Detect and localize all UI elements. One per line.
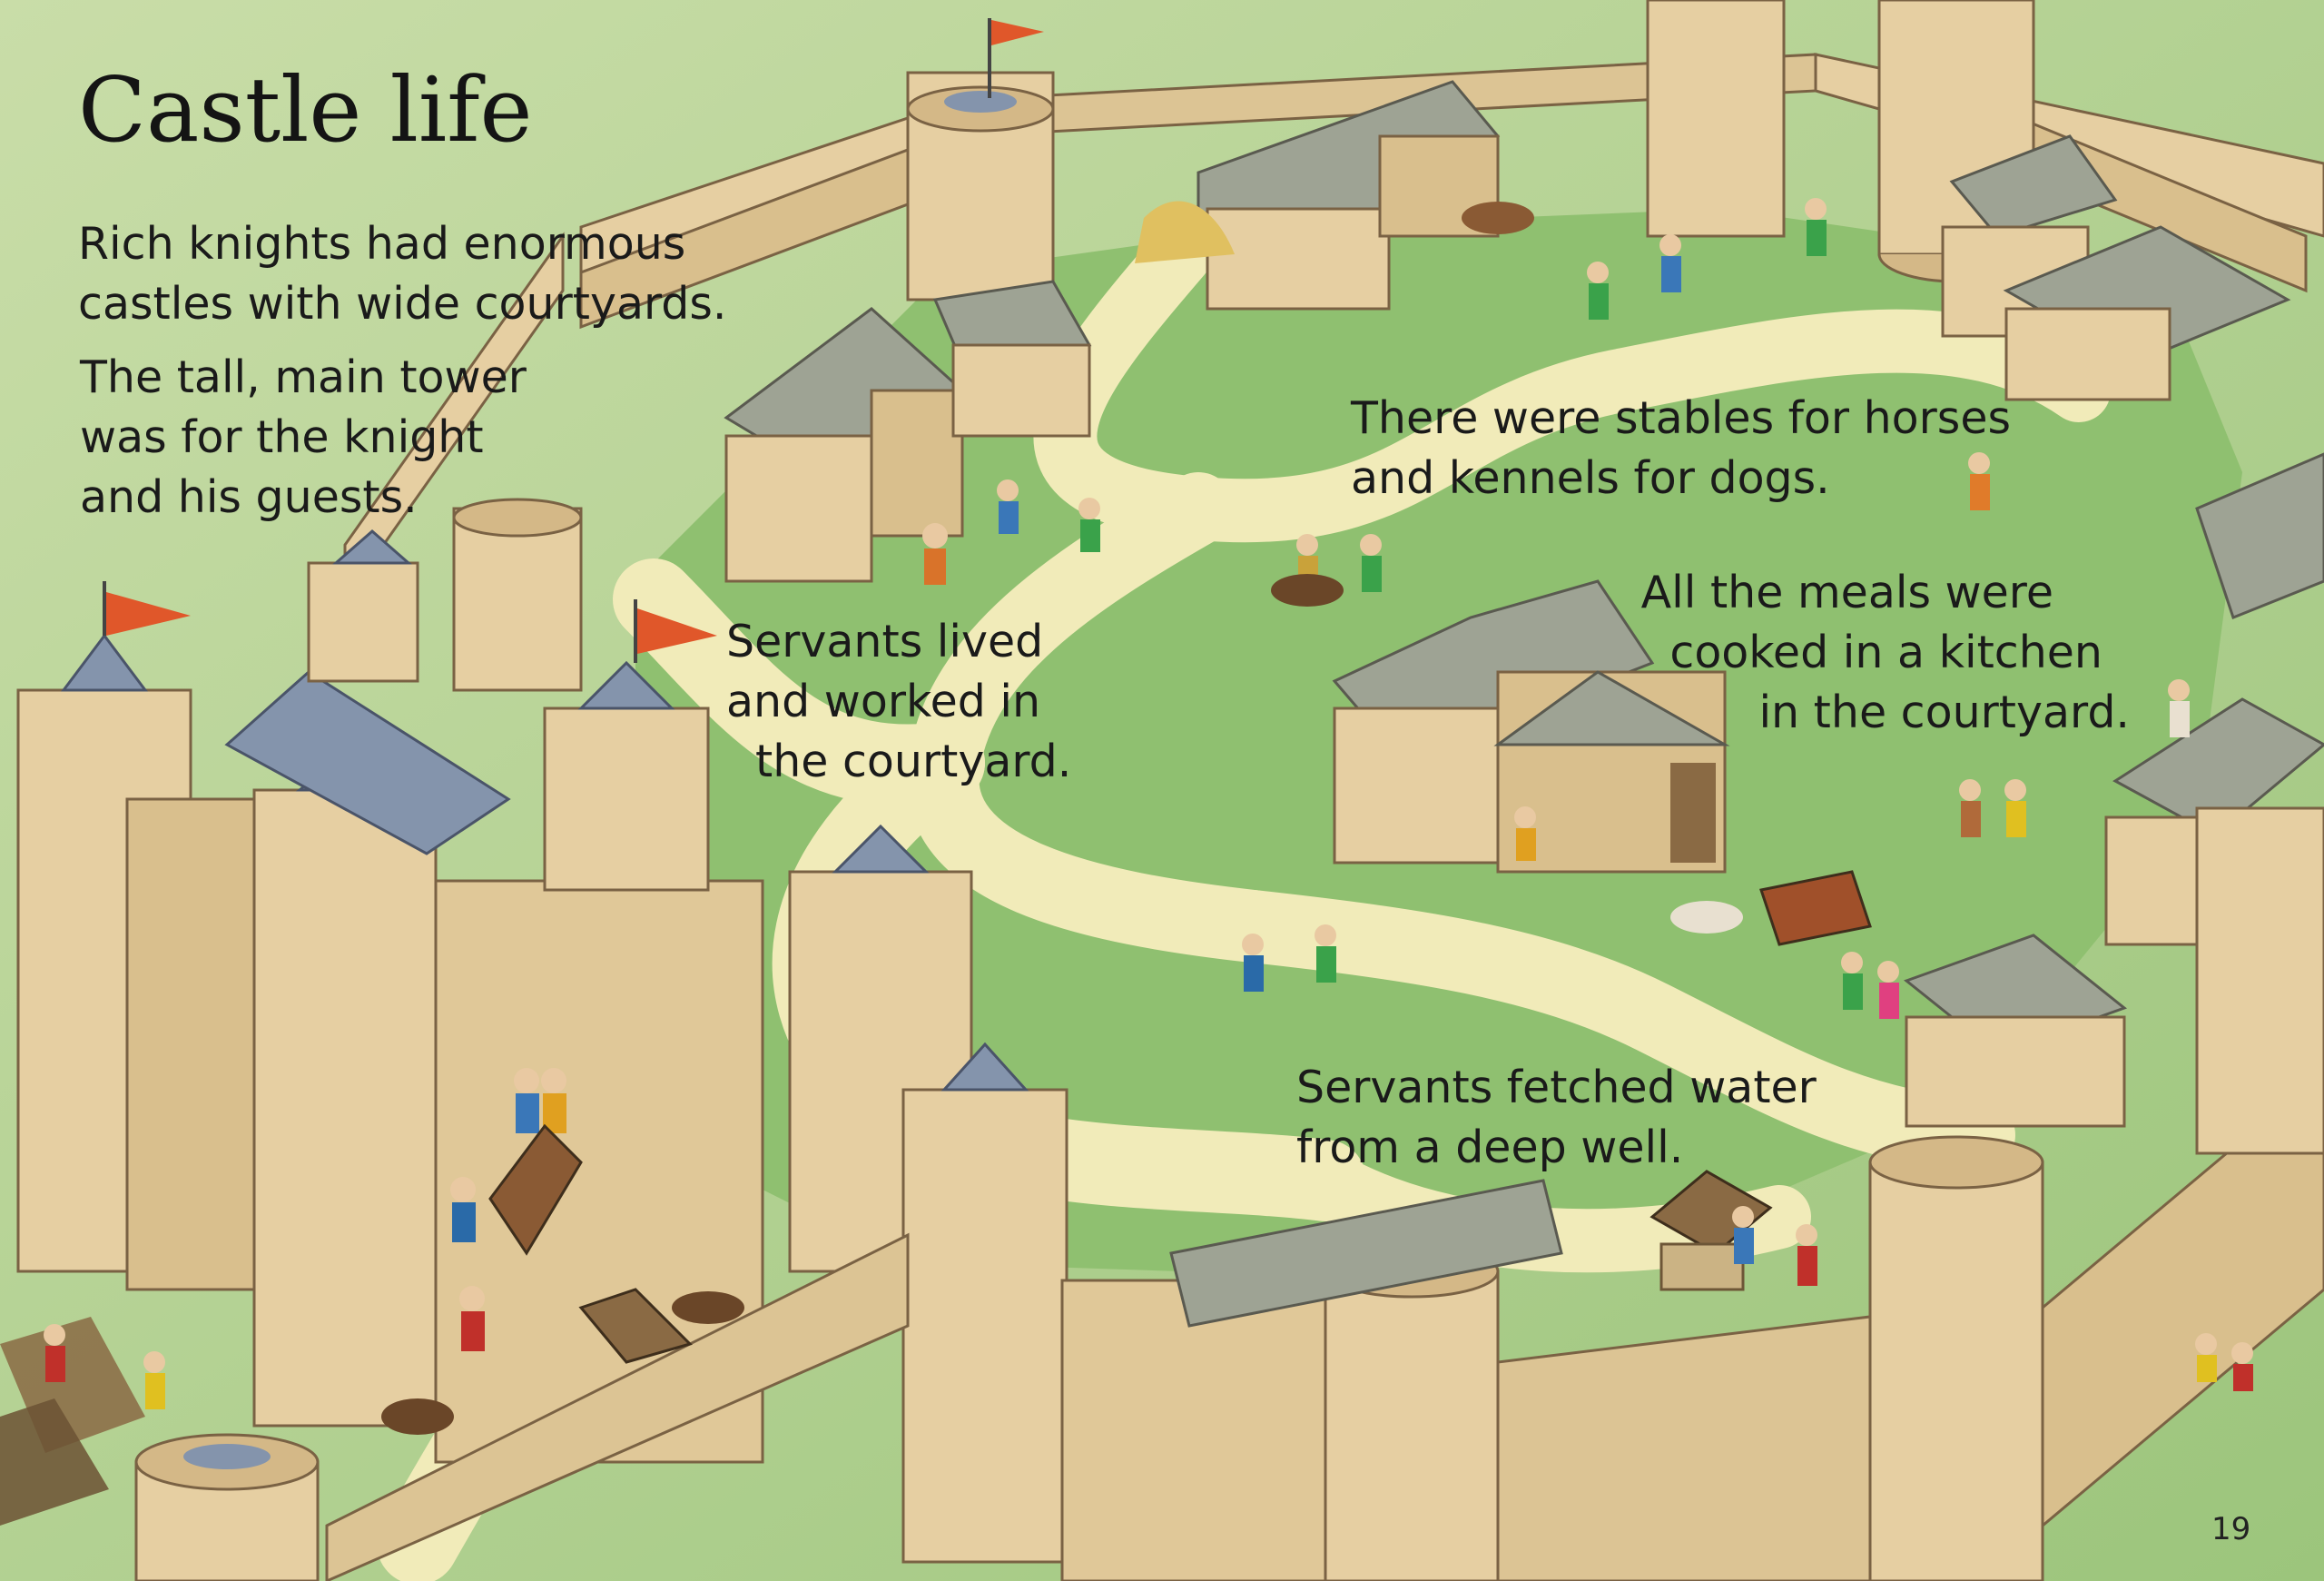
servants-lived-caption-line-2: and worked in	[726, 676, 1041, 727]
mid-tower	[788, 824, 1068, 1564]
courtyard-kitchen	[1332, 579, 1730, 874]
front-curtain-wall	[325, 806, 2324, 1581]
kitchen-caption-line-2: cooked in a kitchen	[1669, 627, 2102, 678]
tower-caption-line-3: and his guests.	[80, 471, 418, 523]
well	[1649, 1170, 1773, 1291]
intro-caption-line-2: castles with wide courtyards.	[78, 278, 727, 330]
servant-houses	[724, 280, 1092, 583]
tower-caption-line-1: The tall, main tower	[80, 351, 527, 403]
front-left-tower	[134, 1433, 320, 1581]
well-caption-line-2: from a deep well.	[1296, 1122, 1684, 1173]
page-number: 19	[2211, 1511, 2251, 1547]
intro-caption-line-1: Rich knights had enormous	[78, 218, 686, 270]
well-caption-line-1: Servants fetched water	[1296, 1062, 1817, 1113]
vegetable-garden	[0, 1317, 145, 1526]
servants-lived-caption-line-3: the courtyard.	[755, 736, 1072, 787]
stable-buildings	[1196, 80, 2291, 401]
tower-caption-line-2: was for the knight	[80, 411, 484, 463]
kitchen-caption-line-1: All the meals were	[1640, 567, 2053, 618]
servants-lived-caption-line-1: Servants lived	[726, 616, 1044, 667]
stables-caption-line-2: and kennels for dogs.	[1351, 452, 1830, 504]
page-title: Castle life	[78, 59, 533, 163]
kitchen-caption-line-3: in the courtyard.	[1758, 687, 2130, 738]
people-and-animals	[44, 198, 2253, 1435]
stables-caption-line-1: There were stables for horses	[1351, 392, 2012, 444]
